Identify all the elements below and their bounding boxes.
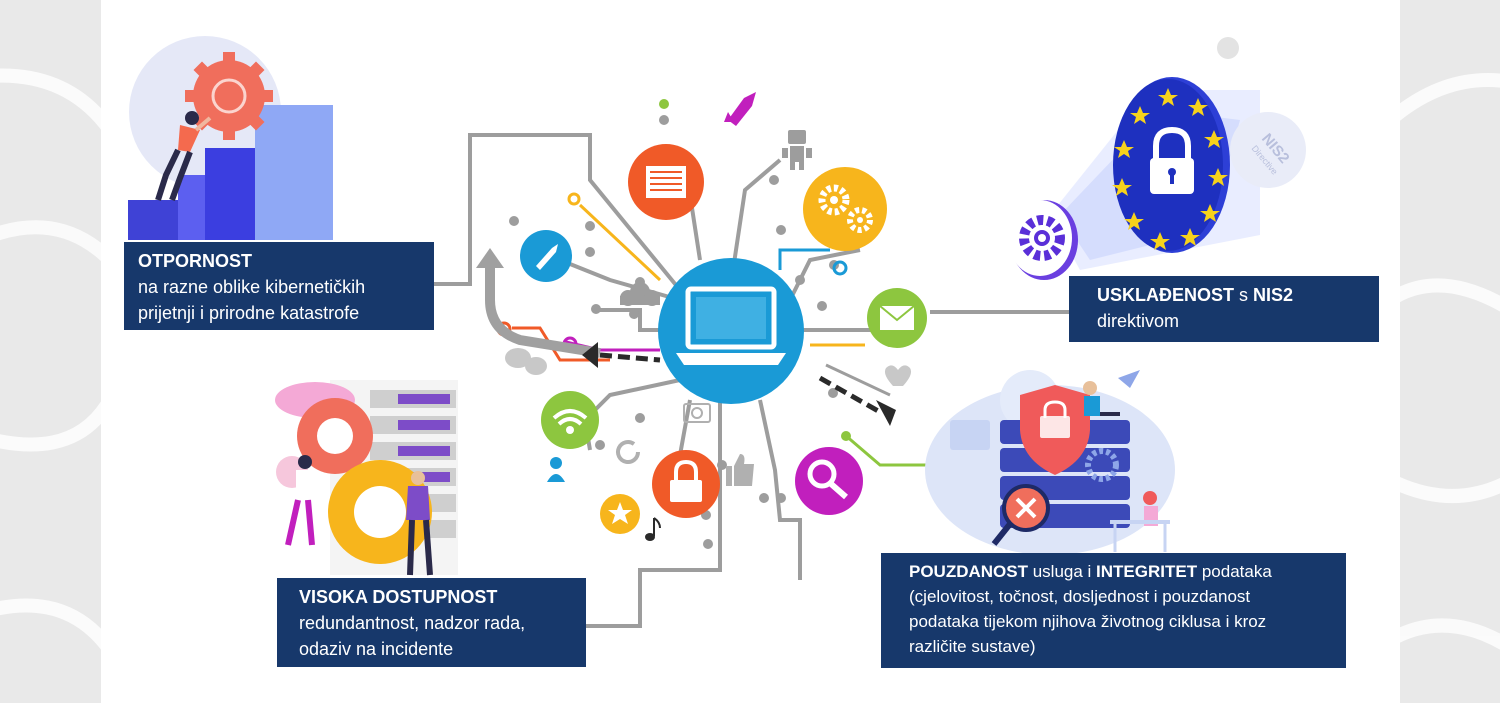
lock-icon: [652, 450, 720, 518]
wifi-icon: [541, 391, 599, 449]
error-magnifier-icon: [991, 484, 1050, 546]
pouzdanost-connector1: usluga i: [1028, 562, 1097, 581]
central-hub: [658, 258, 804, 404]
visoka-line1: redundantnost, nadzor rada,: [299, 613, 526, 633]
otpornost-line1: na razne oblike kibernetičkih: [138, 277, 366, 297]
visoka-dostupnost-box: VISOKA DOSTUPNOST redundantnost, nadzor …: [277, 578, 586, 667]
nis2-illustration: NIS2 Directive: [1008, 37, 1306, 280]
pouzdanost-box: POUZDANOST usluga i INTEGRITET podataka …: [881, 553, 1346, 668]
refresh-icon: [616, 440, 640, 464]
pouzdanost-title: POUZDANOST: [909, 562, 1028, 581]
chat-icon: [505, 348, 547, 375]
availability-illustration: [275, 380, 458, 576]
right-background-pattern: [1400, 0, 1500, 703]
dashed-arrow-right: [818, 363, 896, 426]
search-icon: [795, 447, 863, 515]
pouzdanost-line2: podataka tijekom njihova životnog ciklus…: [909, 612, 1267, 631]
left-background-pattern: [0, 0, 101, 703]
otpornost-title: OTPORNOST: [138, 251, 253, 271]
envelope-icon: [867, 288, 927, 348]
gears-icon: [803, 167, 887, 251]
document-icon: [628, 144, 704, 220]
heart-icon: [884, 365, 912, 386]
laptop-icon: [676, 286, 786, 365]
star-icon: [600, 494, 640, 534]
desk-person-figure: [1110, 491, 1170, 552]
robot-icon: [782, 130, 812, 170]
resilience-illustration: [128, 36, 333, 240]
uskladenost-box: USKLAĐENOST s NIS2 direktivom: [1069, 276, 1379, 342]
otpornost-box: OTPORNOST na razne oblike kibernetičkih …: [124, 242, 434, 330]
person-pushing-figure: [155, 111, 212, 202]
gear-coin-icon: [1008, 200, 1078, 280]
rocket-circle-icon: [520, 230, 572, 282]
integritet-title: INTEGRITET: [1096, 562, 1198, 581]
circuit-lines: [434, 133, 1070, 628]
uskladenost-title: USKLAĐENOST: [1097, 285, 1235, 305]
padlock-icon: [1150, 126, 1194, 194]
pouzdanost-line3: različite sustave): [909, 637, 1036, 656]
shield-icon: [1020, 385, 1090, 475]
thumbs-up-icon: [726, 454, 754, 486]
music-note-icon: [645, 517, 661, 541]
integrity-illustration: [925, 370, 1175, 555]
visoka-line2: odaziv na incidente: [299, 639, 454, 659]
pouzdanost-connector2: podataka: [1197, 562, 1272, 581]
otpornost-line2: prijetnji i prirodne katastrofe: [138, 303, 360, 323]
flow-arrow-icon: [476, 248, 601, 358]
eu-stars: [1112, 88, 1228, 250]
uskladenost-line1: direktivom: [1097, 311, 1180, 331]
uskladenost-connector: s: [1234, 285, 1254, 305]
user-icon: [547, 457, 565, 482]
worker-figure-left: [285, 455, 315, 546]
uskladenost-nis2: NIS2: [1253, 285, 1294, 305]
rocket-icon: [724, 92, 756, 126]
camera-icon: [683, 403, 711, 423]
paper-plane-icon: [1118, 370, 1140, 388]
dashed-arrow-left: [582, 342, 661, 368]
cloud-icon: [620, 282, 660, 306]
pouzdanost-line1: (cjelovitost, točnost, dosljednost i pou…: [909, 587, 1251, 606]
visoka-title: VISOKA DOSTUPNOST: [299, 587, 498, 607]
worker-figure-right: [406, 471, 433, 576]
sitting-person-figure: [1083, 381, 1120, 416]
